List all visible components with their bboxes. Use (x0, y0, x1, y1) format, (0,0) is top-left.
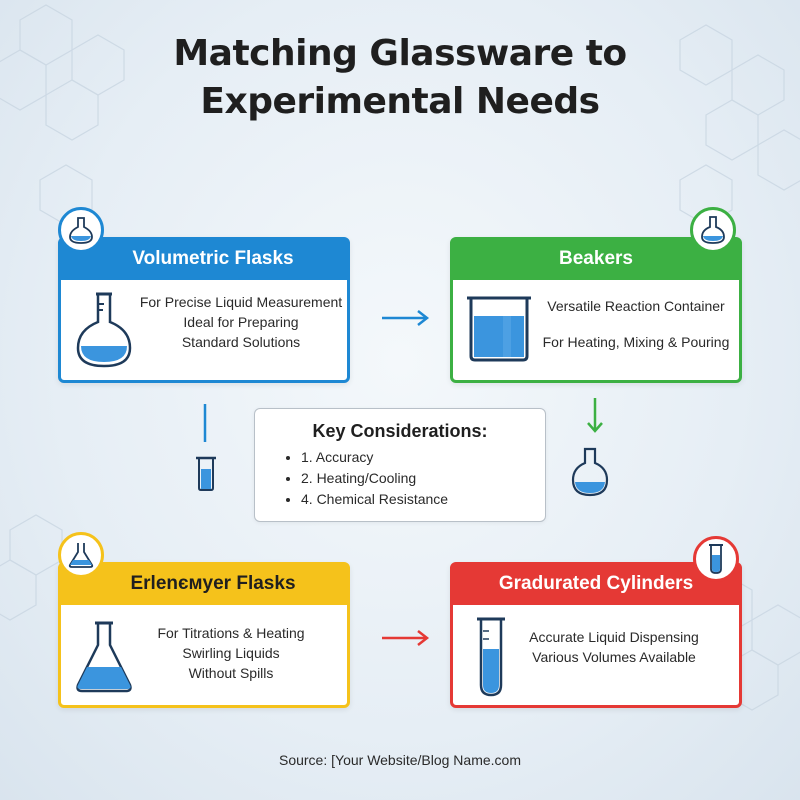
arrow-right-icon (382, 630, 430, 646)
desc-line: Standard Solutions (181, 334, 301, 350)
list-item: 4. Chemical Resistance (301, 489, 448, 510)
card-description: For Titrations & Heating Swirling Liquid… (131, 623, 331, 683)
erlenmeyer-flask-icon (76, 621, 132, 693)
desc-line: For Precise Liquid Measurement (139, 294, 343, 310)
card-description: For Precise Liquid Measurement Ideal for… (131, 292, 351, 352)
graduated-cylinder-icon (709, 544, 723, 574)
round-flask-icon (701, 216, 725, 244)
desc-line: Accurate Liquid Dispensing (529, 629, 699, 645)
arrow-down-icon (587, 398, 603, 433)
key-considerations-box: Key Considerations: 1. Accuracy 2. Heati… (254, 408, 546, 522)
desc-line: Swirling Liquids (182, 645, 280, 661)
title-line-1: Matching Glassware to (173, 33, 627, 74)
desc-line: Versatile Reaction Container (547, 298, 725, 314)
card-header: Gradurated Cylinders (453, 565, 739, 605)
cylinders-badge (693, 536, 739, 582)
desc-line: For Titrations & Heating (157, 625, 305, 641)
card-description: Versatile Reaction Container For Heating… (531, 296, 741, 352)
list-item: 1. Accuracy (301, 447, 448, 468)
card-header: Beakers (453, 240, 739, 280)
desc-line: Without Spills (188, 665, 274, 681)
page-title: Matching Glassware to Experimental Needs (0, 30, 800, 126)
volumetric-badge (58, 207, 104, 253)
card-header: Volumetric Flasks (61, 240, 347, 280)
arrow-right-icon (382, 310, 430, 326)
card-header: Erlenємyer Flasks (61, 565, 347, 605)
beaker-icon (467, 296, 531, 362)
volumetric-flask-icon (76, 292, 132, 368)
graduated-cylinder-icon (477, 617, 505, 697)
title-line-2: Experimental Needs (200, 81, 600, 122)
card-erlenmeyer-flasks: Erlenємyer Flasks For Titrations & Heati… (58, 562, 350, 708)
erlenmeyer-badge (58, 532, 104, 578)
erlenmeyer-flask-icon (68, 543, 94, 568)
card-beakers: Beakers Versatile Reaction Container For… (450, 237, 742, 383)
volumetric-flask-icon (69, 217, 93, 244)
card-volumetric-flasks: Volumetric Flasks For Precise Liquid Mea… (58, 237, 350, 383)
small-beaker-icon (196, 456, 216, 491)
desc-line: Ideal for Preparing (183, 314, 299, 330)
desc-line: Various Volumes Available (532, 649, 696, 665)
key-considerations-title: Key Considerations: (312, 421, 488, 441)
card-description: Accurate Liquid Dispensing Various Volum… (509, 627, 719, 667)
connector-line (203, 404, 207, 442)
list-item: 2. Heating/Cooling (301, 468, 448, 489)
beakers-badge (690, 207, 736, 253)
round-flask-icon (571, 447, 609, 497)
source-credit: Source: [Your Website/Blog Name.com (278, 752, 521, 768)
card-graduated-cylinders: Gradurated Cylinders Accurate Liquid Dis… (450, 562, 742, 708)
key-considerations-list: 1. Accuracy 2. Heating/Cooling 4. Chemic… (285, 447, 448, 510)
desc-line: For Heating, Mixing & Pouring (542, 334, 730, 350)
